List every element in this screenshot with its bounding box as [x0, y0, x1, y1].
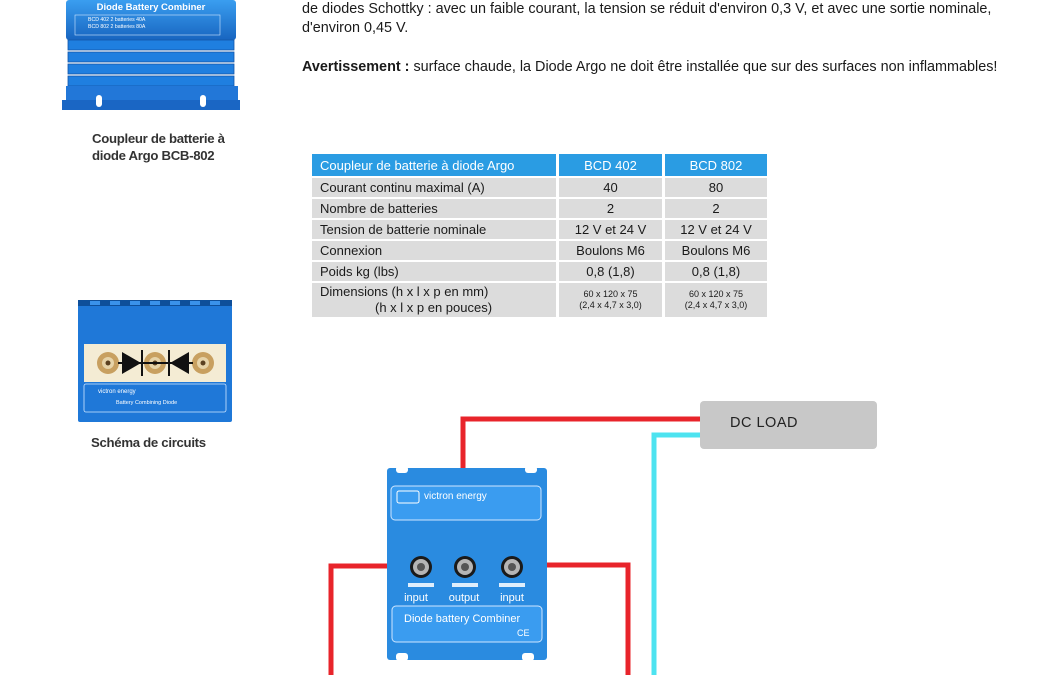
photo1-line2: BCD 802 2 batteries 80A: [88, 24, 146, 30]
table-cell: 2: [662, 199, 767, 218]
terminal-label-output: output: [449, 592, 480, 604]
table-cell: Nombre de batteries: [312, 199, 556, 218]
intro-paragraph: de diodes Schottky : avec un faible cour…: [302, 1, 992, 36]
warning-paragraph: Avertissement : surface chaude, la Diode…: [302, 58, 1002, 77]
photo1-line1: BCD 402 2 batteries 40A: [88, 17, 146, 23]
terminal-label-input-left: input: [404, 592, 428, 604]
table-cell: 80: [662, 178, 767, 197]
table-cell: Courant continu maximal (A): [312, 178, 556, 197]
table-header: BCD 802: [662, 154, 767, 176]
dimensions-label-mm: Dimensions (h x l x p en mm): [320, 284, 489, 299]
table-cell: 60 x 120 x 75(2,4 x 4,7 x 3,0): [556, 283, 662, 317]
table-cell: 0,8 (1,8): [556, 262, 662, 281]
input-wire-right: [522, 562, 631, 675]
table-cell: Dimensions (h x l x p en mm)(h x l x p e…: [312, 283, 556, 317]
table-cell: 12 V et 24 V: [662, 220, 767, 239]
table-row: Poids kg (lbs)0,8 (1,8)0,8 (1,8): [312, 262, 767, 281]
table-cell: Boulons M6: [662, 241, 767, 260]
load-return-wire: [651, 432, 700, 675]
diode-combiner-device: victron energy input output input Diode …: [387, 466, 547, 661]
dimensions-bcd402-mm: 60 x 120 x 75: [583, 289, 638, 299]
photo1-caption: Coupleur de batterie à diode Argo BCB-80…: [92, 131, 225, 163]
table-cell: 60 x 120 x 75(2,4 x 4,7 x 3,0): [662, 283, 767, 317]
output-wire: [460, 416, 700, 560]
terminal-label-input-right: input: [500, 592, 524, 604]
circuit-schematic-photo: victron energy Battery Combining Diode: [78, 300, 232, 422]
dc-load-box: DC LOAD: [700, 401, 877, 449]
table-header-row: Coupleur de batterie à diode Argo BCD 40…: [312, 154, 767, 176]
device-label: Diode battery Combiner: [404, 613, 521, 625]
photo2-caption: Schéma de circuits: [91, 435, 206, 450]
dimensions-label-in: (h x l x p en pouces): [375, 300, 493, 315]
photo2-brand: victron energy: [98, 389, 136, 395]
product-photo-combiner: Diode Battery Combiner BCD 402 2 batteri…: [62, 0, 240, 110]
photo2-label: Battery Combining Diode: [116, 400, 177, 406]
table-cell: Tension de batterie nominale: [312, 220, 556, 239]
device-brand: victron energy: [424, 491, 487, 502]
dimensions-bcd802-mm: 60 x 120 x 75: [688, 289, 744, 299]
warning-text: surface chaude, la Diode Argo ne doit êt…: [409, 59, 998, 75]
dimensions-bcd802-in: (2,4 x 4,7 x 3,0): [684, 300, 748, 310]
table-cell: 0,8 (1,8): [662, 262, 767, 281]
dimensions-bcd402-in: (2,4 x 4,7 x 3,0): [579, 300, 642, 310]
table-row: Dimensions (h x l x p en mm)(h x l x p e…: [312, 283, 767, 317]
dc-load-label: DC LOAD: [730, 415, 798, 431]
warning-label: Avertissement :: [302, 59, 410, 75]
table-header: BCD 402: [556, 154, 662, 176]
table-cell: 12 V et 24 V: [556, 220, 662, 239]
table-cell: 2: [556, 199, 662, 218]
table-cell: Boulons M6: [556, 241, 662, 260]
input-wire-left: [328, 563, 410, 675]
table-cell: Connexion: [312, 241, 556, 260]
spec-table: Coupleur de batterie à diode Argo BCD 40…: [312, 152, 767, 319]
table-header: Coupleur de batterie à diode Argo: [312, 154, 556, 176]
photo1-title: Diode Battery Combiner: [97, 2, 206, 13]
table-cell: 40: [556, 178, 662, 197]
table-cell: Poids kg (lbs): [312, 262, 556, 281]
device-ce: CE: [517, 628, 530, 638]
